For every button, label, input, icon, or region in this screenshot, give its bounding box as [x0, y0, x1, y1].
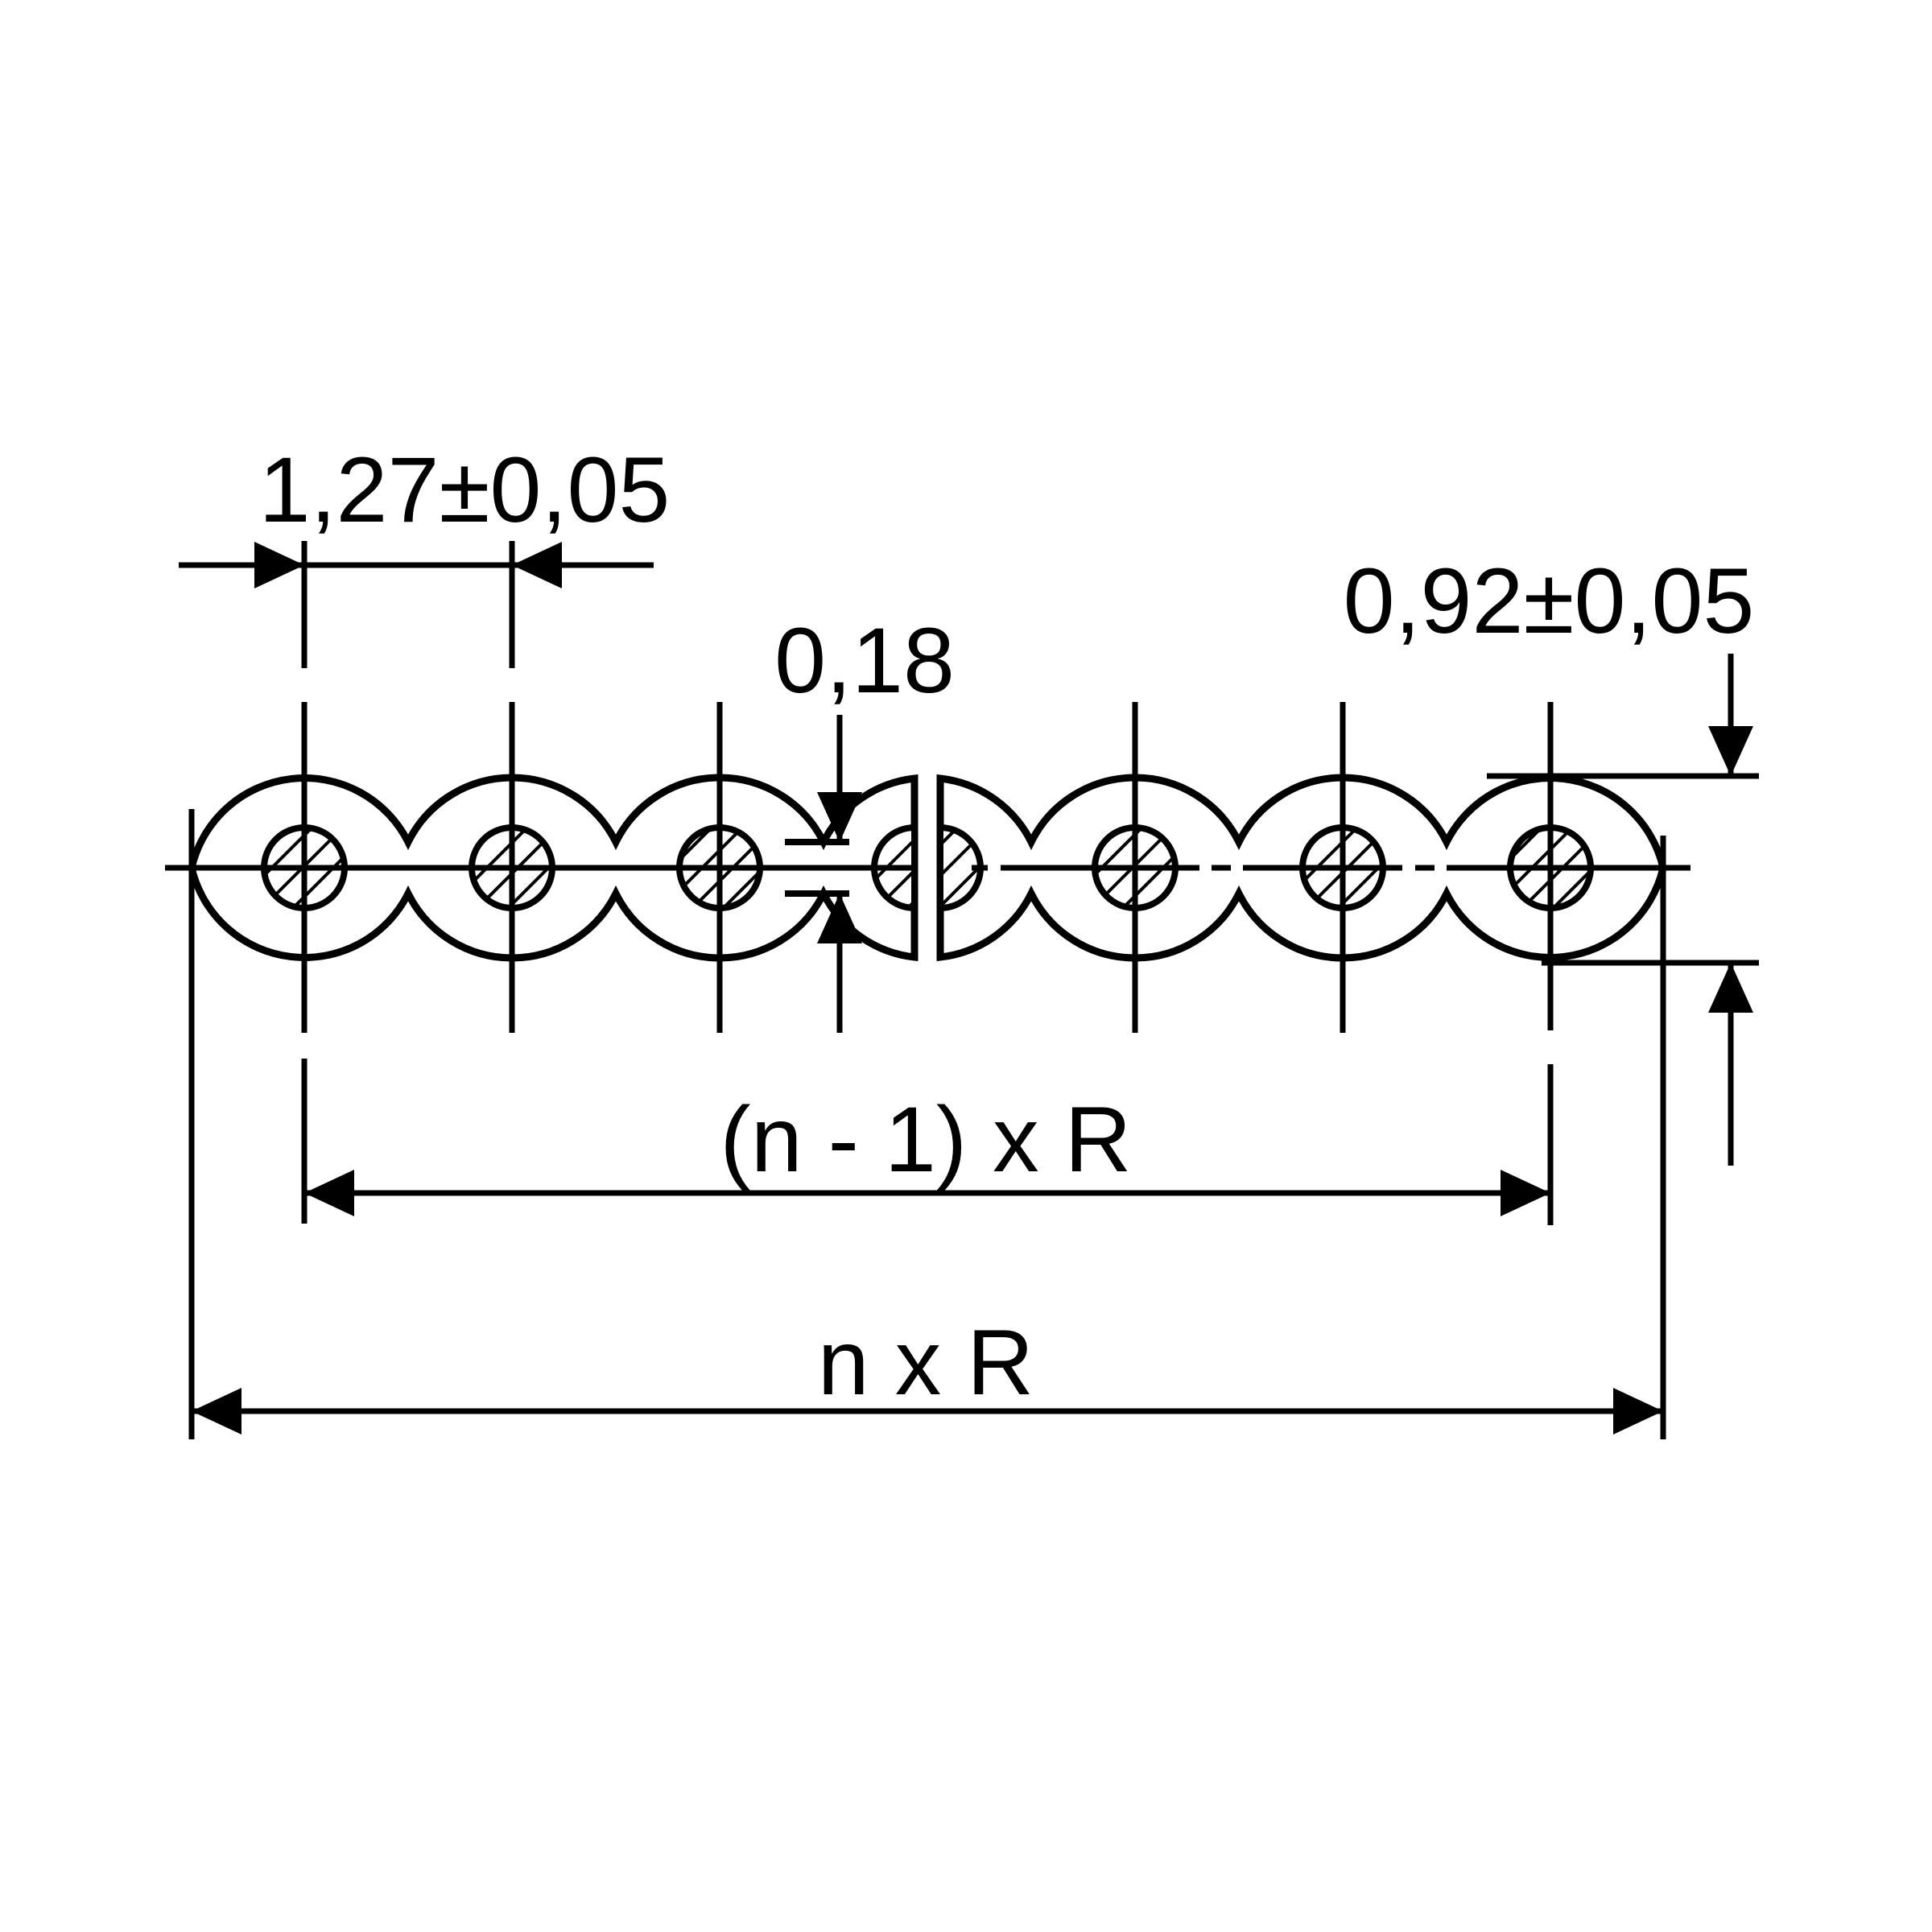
dimension-pitch: 1,27±0,05 [179, 439, 670, 588]
arrowhead-right-icon [254, 542, 304, 588]
dimension-overall-span: n x R [188, 809, 1666, 1439]
arrowhead-right-icon [1613, 1388, 1663, 1435]
arrowhead-left-icon [304, 1170, 354, 1216]
arrowhead-up-icon [1708, 963, 1753, 1013]
arrowhead-right-icon [1501, 1170, 1550, 1216]
dimension-inner-span: (n - 1) x R [301, 1059, 1554, 1225]
arrowhead-up-icon [817, 894, 862, 943]
conductor-centerlines [301, 541, 1554, 1033]
dimension-thickness-label: 0,92±0,05 [1344, 550, 1755, 653]
arrowhead-left-icon [512, 542, 562, 588]
dimension-overall-span-label: n x R [818, 1311, 1034, 1414]
dimension-thickness: 0,92±0,05 [1344, 550, 1759, 1166]
arrowhead-left-icon [192, 1388, 242, 1435]
arrowhead-down-icon [817, 792, 862, 842]
dimension-web: 0,18 [774, 609, 955, 1033]
dimension-web-label: 0,18 [774, 609, 955, 712]
arrowhead-down-icon [1708, 726, 1753, 776]
dimension-inner-span-label: (n - 1) x R [720, 1088, 1131, 1191]
dimension-pitch-label: 1,27±0,05 [259, 439, 671, 542]
